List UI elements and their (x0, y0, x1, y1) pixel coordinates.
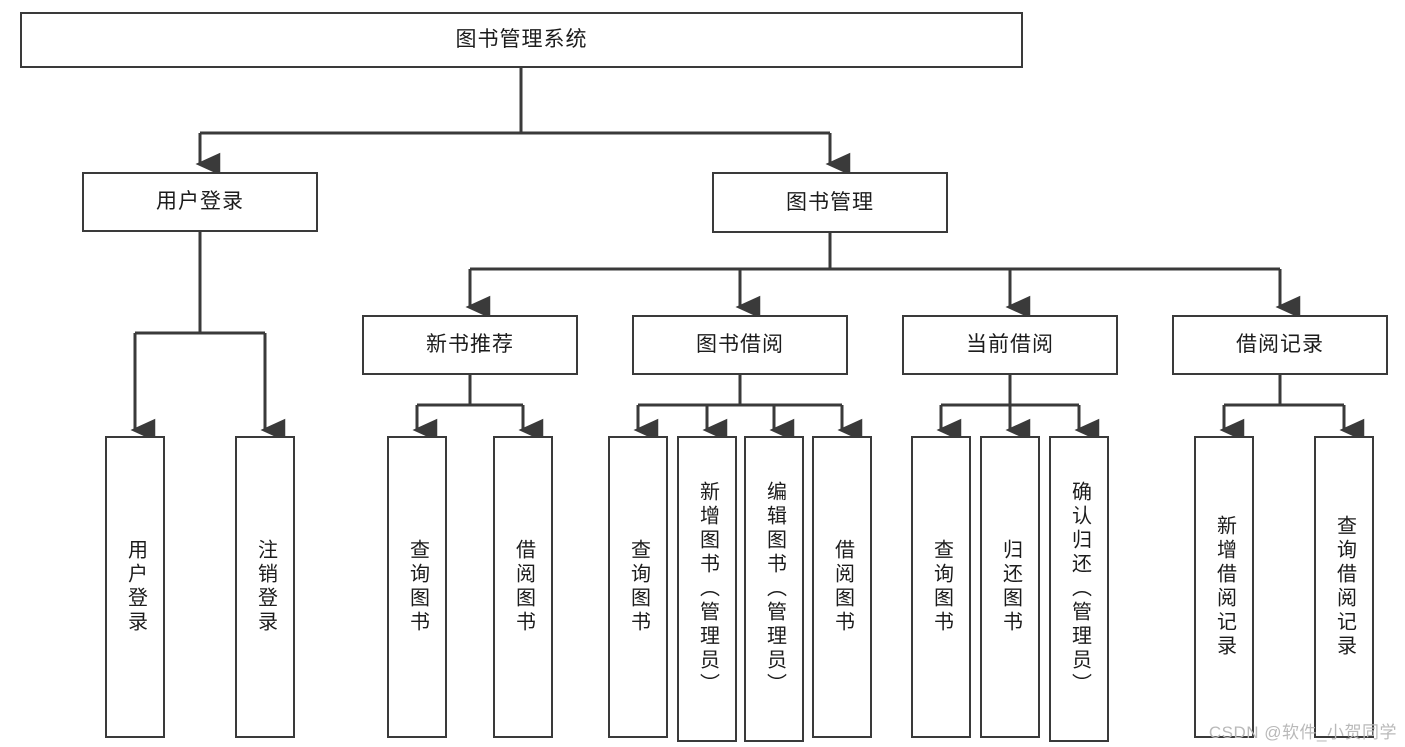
node-leaf-return-book-label: 归还图书 (999, 539, 1022, 635)
node-leaf-borrow-book-label: 借阅图书 (831, 539, 854, 635)
node-user-login-label: 用户登录 (156, 190, 244, 214)
node-leaf-add-book-admin[interactable]: 新增图书（管理员） (677, 436, 737, 742)
node-current-borrow[interactable]: 当前借阅 (902, 315, 1118, 375)
node-root-label: 图书管理系统 (455, 28, 588, 52)
node-leaf-query-book-borrow-label: 查询图书 (627, 539, 650, 635)
node-book-borrow[interactable]: 图书借阅 (632, 315, 848, 375)
node-leaf-add-borrow-record[interactable]: 新增借阅记录 (1194, 436, 1254, 738)
node-borrow-record[interactable]: 借阅记录 (1172, 315, 1388, 375)
node-book-management-label: 图书管理 (786, 190, 874, 214)
node-leaf-add-borrow-record-label: 新增借阅记录 (1213, 515, 1236, 659)
node-leaf-borrow-book[interactable]: 借阅图书 (812, 436, 872, 738)
node-leaf-query-borrow-record-label: 查询借阅记录 (1333, 515, 1356, 659)
node-leaf-query-book-recommend-label: 查询图书 (406, 539, 429, 635)
node-leaf-edit-book-admin-label: 编辑图书（管理员） (763, 481, 786, 697)
node-book-management[interactable]: 图书管理 (712, 172, 948, 233)
node-leaf-query-book-borrow[interactable]: 查询图书 (608, 436, 668, 738)
node-borrow-record-label: 借阅记录 (1236, 333, 1324, 357)
node-leaf-query-book-current-label: 查询图书 (930, 539, 953, 635)
node-new-book-recommend-label: 新书推荐 (426, 333, 514, 357)
node-leaf-query-book-current[interactable]: 查询图书 (911, 436, 971, 738)
node-leaf-edit-book-admin[interactable]: 编辑图书（管理员） (744, 436, 804, 742)
node-leaf-logout-label: 注销登录 (254, 539, 277, 635)
node-leaf-query-borrow-record[interactable]: 查询借阅记录 (1314, 436, 1374, 738)
node-leaf-user-login-label: 用户登录 (124, 539, 147, 635)
node-current-borrow-label: 当前借阅 (966, 333, 1054, 357)
node-leaf-user-login[interactable]: 用户登录 (105, 436, 165, 738)
node-leaf-return-book[interactable]: 归还图书 (980, 436, 1040, 738)
node-root[interactable]: 图书管理系统 (20, 12, 1023, 68)
node-leaf-query-book-recommend[interactable]: 查询图书 (387, 436, 447, 738)
node-leaf-logout[interactable]: 注销登录 (235, 436, 295, 738)
csdn-watermark: CSDN @软件_小贺同学 (1208, 723, 1397, 742)
node-leaf-borrow-book-recommend-label: 借阅图书 (512, 539, 535, 635)
node-new-book-recommend[interactable]: 新书推荐 (362, 315, 578, 375)
node-leaf-confirm-return-admin[interactable]: 确认归还（管理员） (1049, 436, 1109, 742)
node-leaf-confirm-return-admin-label: 确认归还（管理员） (1068, 481, 1091, 697)
node-leaf-add-book-admin-label: 新增图书（管理员） (696, 481, 719, 697)
node-user-login[interactable]: 用户登录 (82, 172, 318, 232)
node-book-borrow-label: 图书借阅 (696, 333, 784, 357)
node-leaf-borrow-book-recommend[interactable]: 借阅图书 (493, 436, 553, 738)
